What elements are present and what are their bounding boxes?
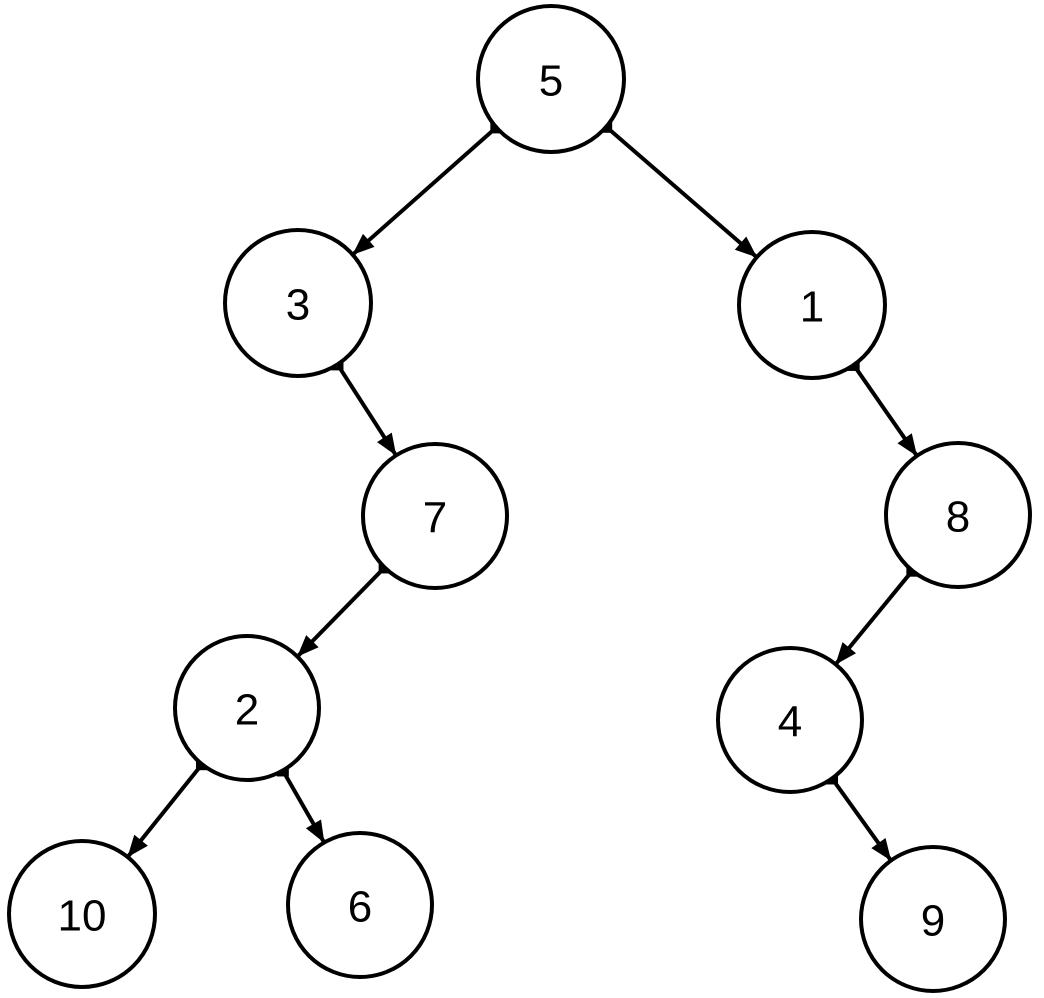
node-circle[interactable] [173,634,321,782]
node-circle[interactable] [859,845,1007,993]
node-circle[interactable] [223,228,373,378]
node-circle[interactable] [476,4,626,154]
tree-edge [600,120,758,259]
node-label: 9 [921,897,945,946]
node-circle[interactable] [716,646,864,794]
tree-node-6[interactable]: 6 [286,831,434,979]
edge-line [296,566,387,658]
node-label: 2 [235,686,259,735]
node-label: 10 [58,892,107,941]
node-label: 3 [286,281,310,330]
tree-node-8[interactable]: 8 [884,441,1032,589]
tree-edge [352,121,503,256]
edge-arrowhead [305,819,325,843]
edge-line [604,125,758,259]
tree-node-7[interactable]: 7 [361,442,509,590]
node-circle[interactable] [737,230,887,380]
tree-edge [276,764,326,843]
tree-edge [331,358,398,456]
edge-arrowhead [734,236,758,258]
tree-edge [847,358,918,457]
node-circle[interactable] [286,831,434,979]
node-label: 6 [348,883,372,932]
tree-node-2[interactable]: 2 [173,634,321,782]
edge-arrowhead [297,635,319,657]
node-label: 5 [539,57,563,106]
tree-node-10[interactable]: 10 [7,839,157,989]
edge-arrowhead [871,837,892,861]
node-circle[interactable] [7,839,157,989]
tree-node-1[interactable]: 1 [737,230,887,380]
tree-edge [296,561,391,658]
edge-arrowhead [897,433,918,457]
node-label: 4 [778,698,802,747]
nodes-layer: 5 3 1 7 8 2 4 10 6 9 [7,4,1032,993]
tree-node-5[interactable]: 5 [476,4,626,154]
edge-arrowhead [127,834,148,858]
node-label: 8 [946,493,970,542]
node-label: 1 [800,283,824,332]
tree-edge [834,564,919,665]
node-circle[interactable] [361,442,509,590]
edge-line [352,125,498,256]
edge-arrowhead [377,432,397,456]
edge-arrowhead [835,642,857,665]
tree-node-9[interactable]: 9 [859,845,1007,993]
edge-arrowhead [352,233,375,255]
tree-edge [826,772,893,861]
node-circle[interactable] [884,441,1032,589]
tree-edge [126,758,208,858]
tree-node-4[interactable]: 4 [716,646,864,794]
node-label: 7 [423,494,447,543]
tree-node-3[interactable]: 3 [223,228,373,378]
